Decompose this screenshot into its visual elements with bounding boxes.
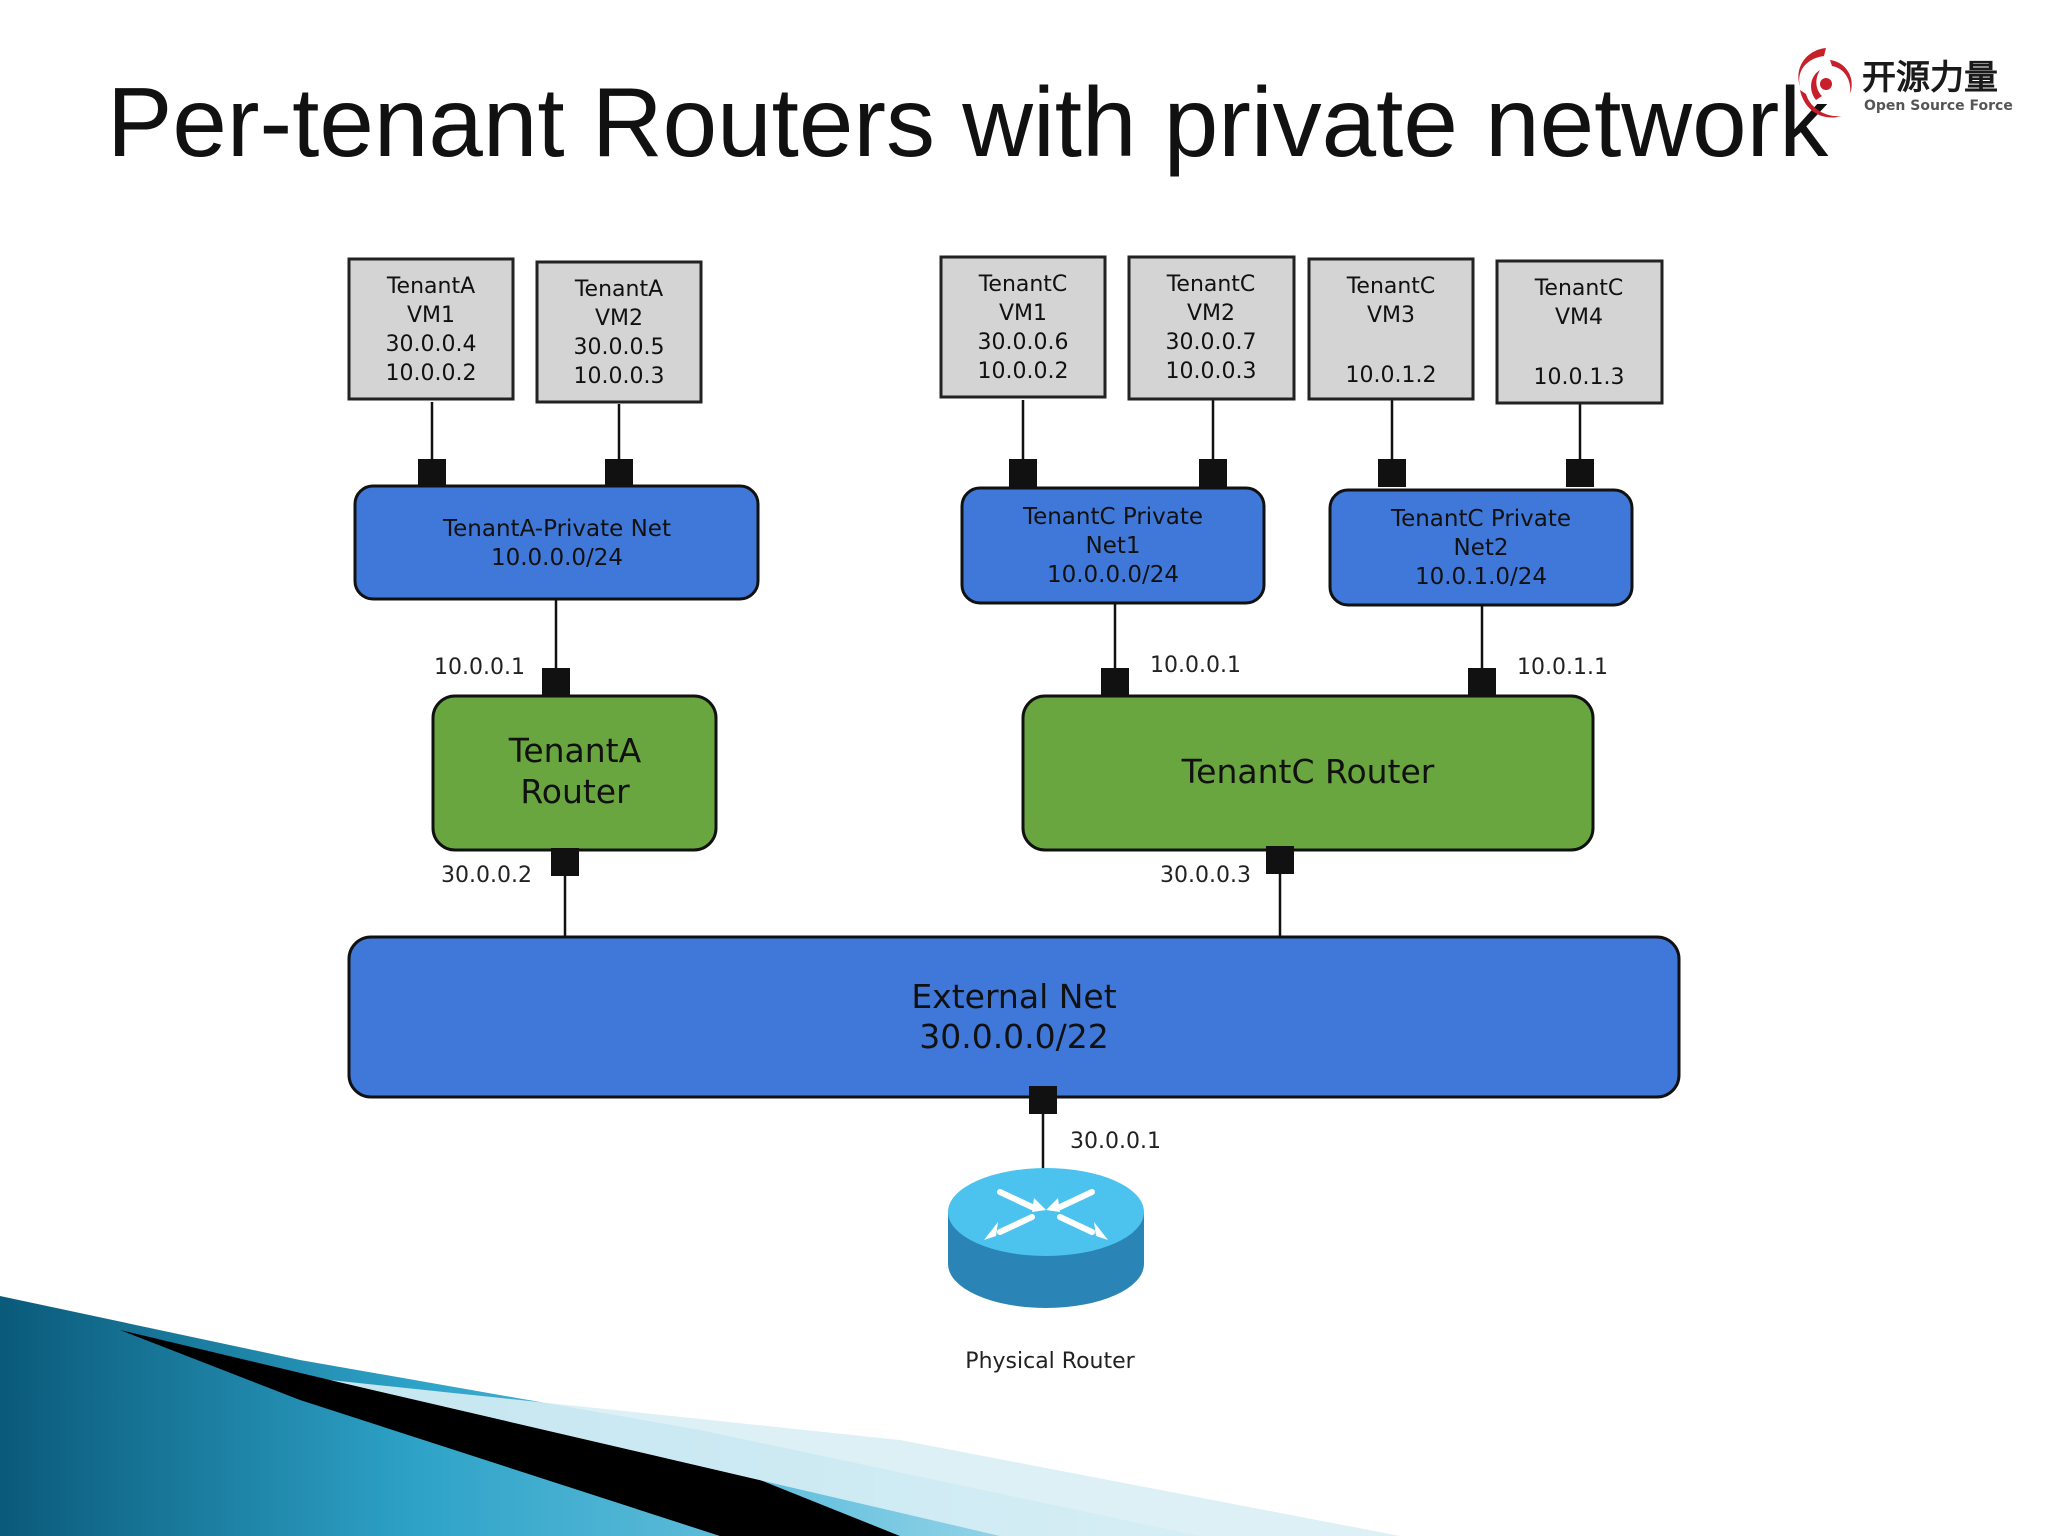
decorative-swoosh	[0, 1296, 1400, 1536]
vm-label-line: VM1	[999, 301, 1047, 326]
vm-label-line: TenantC	[978, 272, 1068, 297]
net-label-line: TenantA-Private Net	[442, 516, 671, 542]
router-tenantc: TenantC Router	[1021, 694, 1595, 852]
net-tenanta-private: TenantA-Private Net 10.0.0.0/24	[353, 484, 760, 601]
logo-english-text: Open Source Force	[1864, 98, 2013, 114]
vm-label-line: TenantC	[1346, 274, 1436, 299]
external-net: External Net 30.0.0.0/22	[347, 935, 1681, 1099]
vm-label-line: 10.0.0.3	[574, 364, 665, 389]
logo-swirl-icon	[1798, 48, 1852, 118]
vm-label-line: VM1	[407, 303, 455, 328]
vm-label-line: 30.0.0.6	[978, 330, 1069, 355]
logo: 开源力量 Open Source Force	[1786, 40, 2016, 130]
vm-label-line: VM2	[1187, 301, 1235, 326]
ip-label-physical: 30.0.0.1	[1070, 1129, 1161, 1154]
net-label-line: TenantC Private	[1390, 506, 1571, 532]
net-label-line: Net1	[1085, 533, 1140, 559]
external-net-label-line: 30.0.0.0/22	[919, 1017, 1109, 1056]
vm-tenantc-vm4: TenantC VM4 10.0.1.3	[1495, 259, 1664, 405]
vm-label-line: TenantC	[1534, 276, 1624, 301]
vm-tenantc-vm2: TenantC VM2 30.0.0.7 10.0.0.3	[1127, 255, 1296, 401]
net-label-line: 10.0.0.0/24	[491, 545, 623, 571]
port-square	[551, 848, 579, 876]
vm-label-line: VM4	[1555, 305, 1603, 330]
vm-label-line: 10.0.1.3	[1534, 365, 1625, 390]
ip-label-tenanta-private: 10.0.0.1	[434, 655, 525, 680]
net-label-line: TenantC Private	[1022, 504, 1203, 530]
net-tenantc-private-net1: TenantC Private Net1 10.0.0.0/24	[960, 486, 1266, 605]
port-square	[1266, 846, 1294, 874]
vm-label-line: 10.0.0.2	[978, 359, 1069, 384]
net-label-line: Net2	[1453, 535, 1508, 561]
vm-tenanta-vm2: TenantA VM2 30.0.0.5 10.0.0.3	[535, 260, 703, 404]
vm-label-line: 10.0.0.2	[386, 361, 477, 386]
ip-label-tenantc-external: 30.0.0.3	[1160, 863, 1251, 888]
page-title: Per-tenant Routers with private network	[107, 67, 1829, 177]
vm-label-line: VM2	[595, 306, 643, 331]
external-net-label-line: External Net	[911, 977, 1116, 1016]
ip-label-tenanta-external: 30.0.0.2	[441, 863, 532, 888]
ports	[418, 459, 1594, 1114]
net-label-line: 10.0.0.0/24	[1047, 562, 1179, 588]
port-square	[605, 459, 633, 487]
vm-label-line: TenantC	[1166, 272, 1256, 297]
port-square	[542, 668, 570, 696]
vm-label-line: 10.0.0.3	[1166, 359, 1257, 384]
vm-tenantc-vm3: TenantC VM3 10.0.1.2	[1307, 257, 1475, 401]
vm-label-line: 30.0.0.5	[574, 335, 665, 360]
port-square	[1009, 459, 1037, 487]
logo-chinese-text: 开源力量	[1862, 58, 1998, 98]
router-tenanta: TenantA Router	[431, 694, 718, 852]
vm-tenantc-vm1: TenantC VM1 30.0.0.6 10.0.0.2	[939, 255, 1107, 399]
port-square	[1101, 668, 1129, 696]
port-square	[418, 459, 446, 487]
vm-label-line: TenantA	[386, 274, 475, 299]
port-square	[1566, 459, 1594, 487]
ip-label-tenantc-net1: 10.0.0.1	[1150, 653, 1241, 678]
vm-label-line: VM3	[1367, 303, 1415, 328]
port-square	[1468, 668, 1496, 696]
ip-label-tenantc-net2: 10.0.1.1	[1517, 655, 1608, 680]
physical-router-icon	[948, 1168, 1144, 1308]
vm-label-line: 10.0.1.2	[1346, 363, 1437, 388]
vm-label-line: 30.0.0.4	[386, 332, 477, 357]
port-square	[1199, 459, 1227, 487]
vm-label-line: TenantA	[574, 277, 663, 302]
vm-label-line: 30.0.0.7	[1166, 330, 1257, 355]
port-square	[1378, 459, 1406, 487]
router-label-line: Router	[520, 772, 630, 811]
router-label-line: TenantC Router	[1181, 752, 1435, 791]
net-tenantc-private-net2: TenantC Private Net2 10.0.1.0/24	[1328, 488, 1634, 607]
port-square	[1029, 1086, 1057, 1114]
router-label-line: TenantA	[508, 731, 642, 770]
vm-tenanta-vm1: TenantA VM1 30.0.0.4 10.0.0.2	[347, 257, 515, 401]
net-label-line: 10.0.1.0/24	[1415, 564, 1547, 590]
physical-router-label: Physical Router	[965, 1349, 1135, 1374]
